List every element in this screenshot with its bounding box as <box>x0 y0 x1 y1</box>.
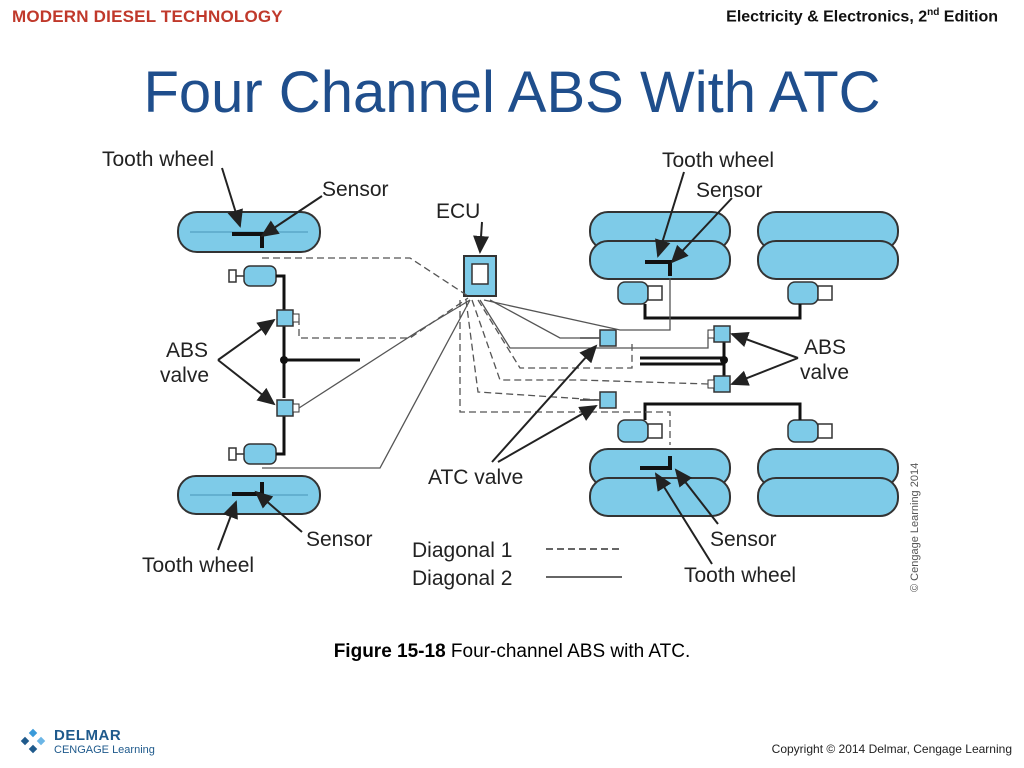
label-abs-valve-left-line1: ABS <box>166 339 208 362</box>
book-title: Electricity & Electronics, 2 <box>726 8 928 26</box>
label-sensor-tr: Sensor <box>696 179 763 202</box>
label-abs-valve-left-line2: valve <box>160 364 209 387</box>
label-abs-valve-right-line1: ABS <box>804 336 846 359</box>
brake-chamber-rr-bot-2 <box>787 419 833 443</box>
brake-chamber-rr-top-2 <box>787 281 833 305</box>
delmar-logo-icon <box>20 728 46 754</box>
abs-valve-left-top <box>276 309 300 327</box>
figure-caption: Figure 15-18 Four-channel ABS with ATC. <box>0 641 1024 663</box>
callout-arrows <box>217 167 799 565</box>
slide-title: Four Channel ABS With ATC <box>143 60 881 125</box>
label-tooth-wheel-tr: Tooth wheel <box>662 149 774 172</box>
air-lines <box>276 274 802 456</box>
figure-caption-text: Four-channel ABS with ATC. <box>445 641 691 662</box>
abs-valve-left-bottom <box>276 399 300 417</box>
legend: Diagonal 1 Diagonal 2 <box>412 539 622 590</box>
image-credit: © Cengage Learning 2014 <box>909 463 921 592</box>
tire-rear-right-bottom <box>757 448 899 517</box>
brake-chamber-rr-top-1 <box>617 281 663 305</box>
edition-label: Edition <box>939 8 998 26</box>
brake-chamber-left-bottom <box>228 443 277 465</box>
junction-right <box>720 356 728 364</box>
label-atc-valve: ATC valve <box>428 466 523 489</box>
label-tooth-wheel-br: Tooth wheel <box>684 564 796 587</box>
legend-diagonal-1-label: Diagonal 1 <box>412 539 512 562</box>
tire-rear-right-outer <box>757 211 899 280</box>
ecu-box <box>463 255 497 297</box>
junction-left <box>280 356 288 364</box>
brake-chamber-left-top <box>228 265 277 287</box>
label-tooth-wheel-bl: Tooth wheel <box>142 554 254 577</box>
edition-superscript: nd <box>927 7 940 18</box>
label-ecu: ECU <box>436 200 480 223</box>
sensor-br <box>640 456 672 470</box>
brake-chamber-rr-bot-1 <box>617 419 663 443</box>
tire-rear-left-bottom <box>589 448 731 517</box>
label-sensor-tl: Sensor <box>322 178 389 201</box>
wiring-diagonal-2 <box>262 278 709 469</box>
abs-valve-right-bottom <box>707 375 731 393</box>
publisher-header: MODERN DIESEL TECHNOLOGY <box>12 7 283 26</box>
book-title-header: Electricity & Electronics, 2nd Edition <box>726 7 998 26</box>
figure-number: Figure 15-18 <box>333 641 446 662</box>
abs-valve-right-top <box>707 325 731 343</box>
sensor-tr <box>645 260 672 276</box>
logo-text-delmar: DELMAR <box>54 727 122 744</box>
label-abs-valve-right-line2: valve <box>800 361 849 384</box>
copyright: Copyright © 2014 Delmar, Cengage Learnin… <box>771 742 1012 756</box>
label-sensor-br: Sensor <box>710 528 777 551</box>
label-tooth-wheel-tl: Tooth wheel <box>102 148 214 171</box>
logo-text-cengage: CENGAGE Learning <box>54 744 155 756</box>
label-sensor-bl: Sensor <box>306 528 373 551</box>
legend-diagonal-2-label: Diagonal 2 <box>412 567 512 590</box>
